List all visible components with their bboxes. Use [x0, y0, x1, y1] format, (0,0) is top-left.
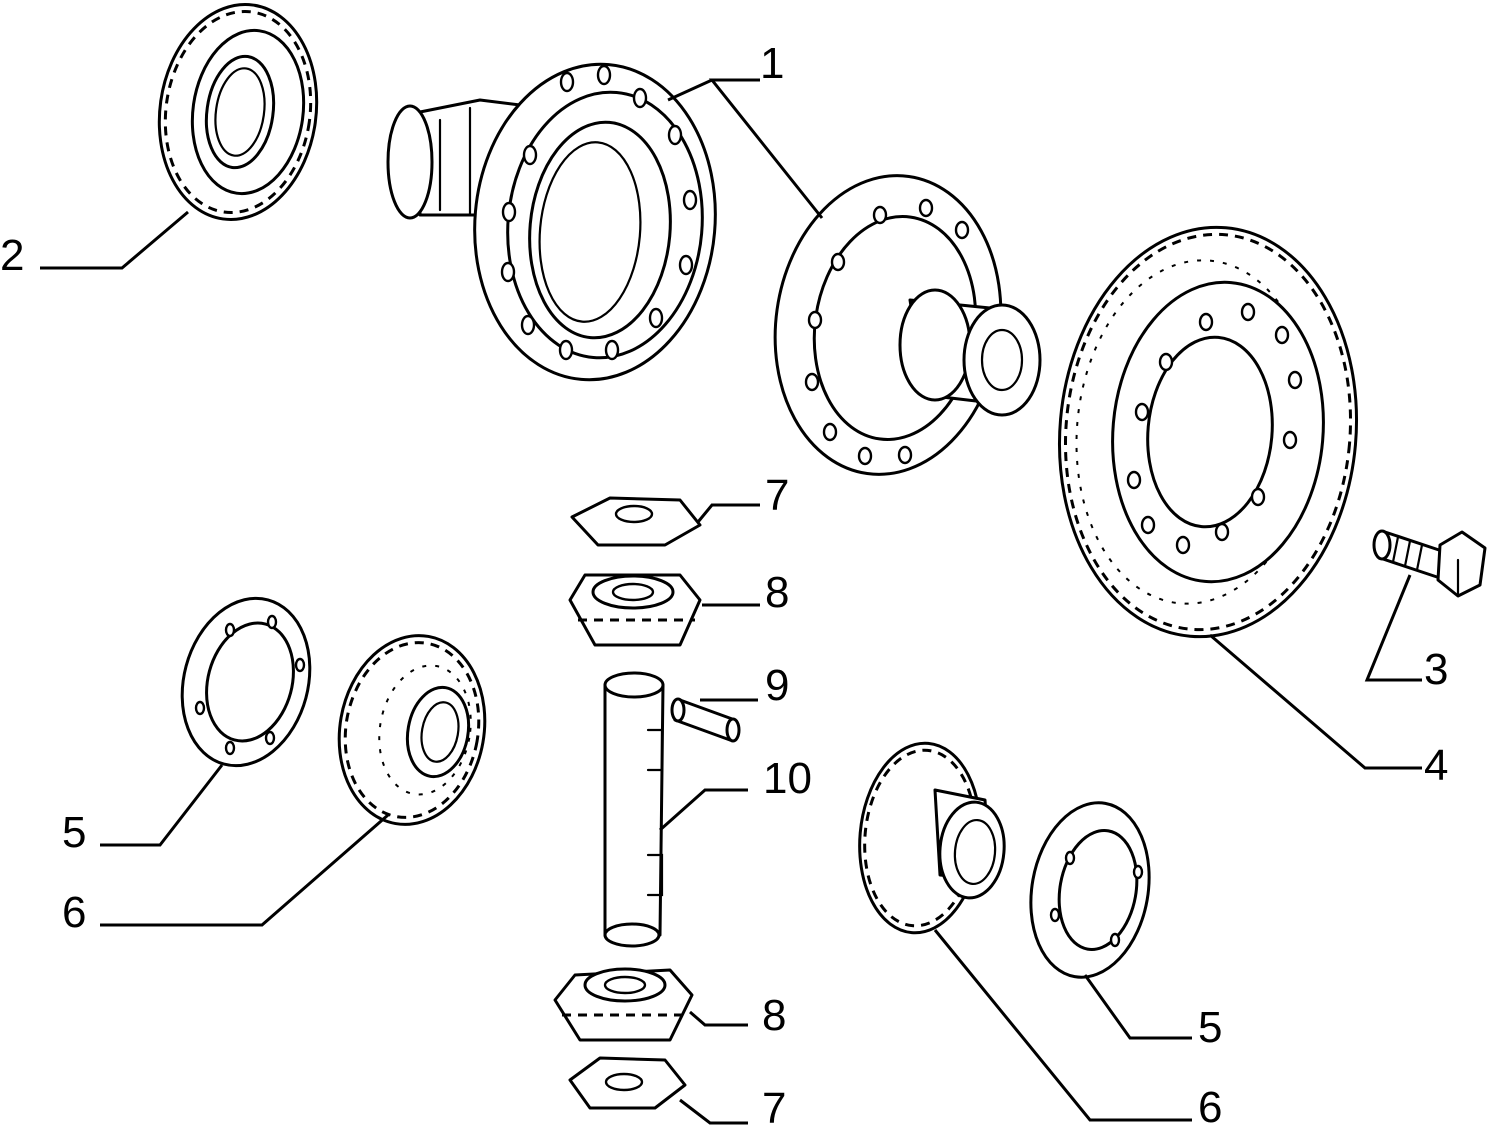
callout-5-left: 5 — [62, 808, 86, 857]
leader-10 — [659, 788, 748, 832]
roll-pin — [670, 697, 741, 743]
leader-6a — [100, 813, 389, 927]
pinion-shaft — [603, 671, 665, 948]
leader-8b — [689, 1010, 748, 1027]
differential-housing-right-half — [773, 174, 1042, 476]
callout-3: 3 — [1424, 645, 1448, 694]
leader-7b — [679, 1098, 748, 1125]
callout-1: 1 — [760, 39, 784, 88]
side-gear-right — [858, 741, 1006, 935]
callout-10: 10 — [763, 754, 812, 803]
callout-7-bottom: 7 — [762, 1084, 786, 1125]
callout-2: 2 — [0, 231, 24, 280]
crown-wheel-bolt-holes — [1126, 302, 1303, 555]
pinion-washer-bottom — [568, 1056, 687, 1110]
leader-lines — [40, 78, 1422, 1125]
callout-4: 4 — [1424, 741, 1448, 790]
planet-pinion-top — [568, 573, 702, 647]
leader-5b — [1083, 974, 1192, 1040]
thrust-washer-right — [1029, 801, 1151, 979]
housing-bolt-holes-right — [804, 198, 970, 466]
thrust-washer-left — [180, 596, 312, 768]
leader-1b — [667, 78, 713, 102]
callout-6-right: 6 — [1198, 1083, 1222, 1125]
callout-5-right: 5 — [1198, 1003, 1222, 1052]
leader-4 — [1209, 633, 1422, 770]
leader-3 — [1364, 574, 1422, 682]
pinion-washer-top — [570, 496, 702, 547]
callout-7-top: 7 — [765, 471, 789, 520]
side-gear-left — [337, 634, 487, 826]
leader-2 — [40, 210, 189, 270]
planet-pinion-bottom — [553, 967, 694, 1042]
leader-1 — [708, 78, 824, 219]
callout-6-left: 6 — [62, 888, 86, 937]
callout-9: 9 — [765, 661, 789, 710]
differential-housing-left-half — [386, 62, 717, 382]
leader-7a — [696, 503, 760, 523]
leader-6b — [933, 929, 1192, 1122]
callout-labels: 1 2 3 4 5 5 6 6 7 7 8 8 9 10 — [0, 39, 1448, 1125]
leader-5a — [100, 764, 224, 847]
bearing-left — [157, 3, 319, 221]
crown-wheel — [1057, 225, 1359, 639]
housing-bolt-holes-left — [500, 64, 698, 361]
bolt — [1372, 529, 1487, 598]
callout-8-top: 8 — [765, 568, 789, 617]
callout-8-bottom: 8 — [762, 991, 786, 1040]
